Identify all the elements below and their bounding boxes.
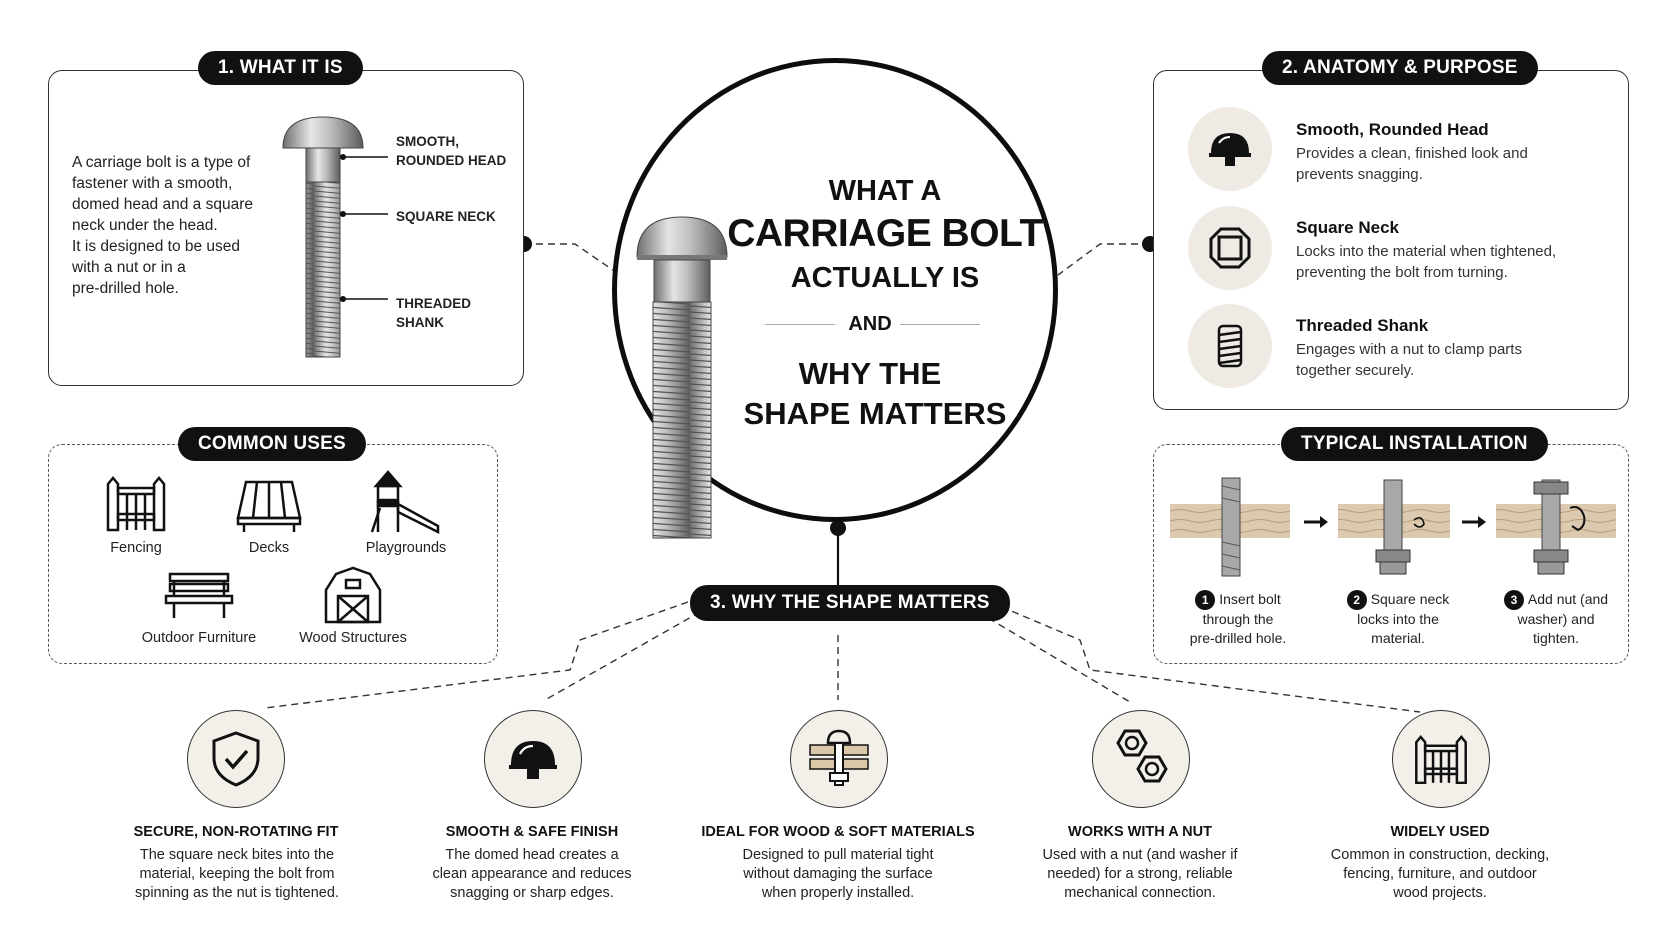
use-label-decks: Decks <box>248 540 290 556</box>
shield-check-icon <box>212 731 260 787</box>
center-title-line3: ACTUALLY IS <box>790 262 980 294</box>
deck-icon <box>236 480 302 532</box>
square-neck-icon <box>1209 227 1251 269</box>
reason-icon-2 <box>484 710 582 808</box>
reason-icon-1 <box>187 710 285 808</box>
dome-head-icon <box>1209 133 1251 166</box>
reason-icon-4 <box>1092 710 1190 808</box>
barn-icon <box>324 566 382 624</box>
hex-nut-icon <box>1116 729 1168 783</box>
anatomy-item-3: Threaded Shank Engages with a nut to cla… <box>1296 316 1522 379</box>
anatomy-item-2: Square Neck Locks into the material when… <box>1296 218 1557 281</box>
anatomy-item-1: Smooth, Rounded Head Provides a clean, f… <box>1296 120 1528 183</box>
fence-icon <box>1415 735 1467 785</box>
reason-desc-2: The domed head creates a clean appearanc… <box>432 847 632 901</box>
use-label-outdoor-furniture: Outdoor Furniture <box>141 630 257 646</box>
reason-title-4: WORKS WITH A NUT <box>1068 824 1212 840</box>
center-title-line1: WHAT A <box>828 175 942 207</box>
reason-desc-1: The square neck bites into the material,… <box>135 847 339 901</box>
center-divider-left <box>765 324 835 325</box>
installation-steps-illustration <box>1170 477 1616 577</box>
reason-icon-3 <box>790 710 888 808</box>
callout-square-neck: SQUARE NECK <box>396 209 496 224</box>
why-shape-header: 3. WHY THE SHAPE MATTERS <box>690 585 1010 621</box>
common-uses-panel <box>48 444 498 664</box>
center-title-line2: CARRIAGE BOLT <box>727 212 1043 255</box>
center-title-and: AND <box>848 313 892 335</box>
bolt-diagram-icon <box>282 116 388 358</box>
callout-rounded-head: SMOOTH, ROUNDED HEAD <box>396 134 507 168</box>
callout-threaded-shank: THREADED SHANK <box>396 296 472 330</box>
reason-title-3: IDEAL FOR WOOD & SOFT MATERIALS <box>701 824 975 840</box>
dome-head-icon <box>509 741 557 779</box>
what-it-is-description: A carriage bolt is a type of fastener wi… <box>72 154 253 297</box>
reason-icon-5 <box>1392 710 1490 808</box>
reason-title-5: WIDELY USED <box>1390 824 1490 840</box>
reason-desc-3: Designed to pull material tight without … <box>742 847 934 901</box>
fence-icon <box>106 476 166 532</box>
bench-icon <box>164 572 234 618</box>
use-label-playgrounds: Playgrounds <box>365 540 447 556</box>
reason-title-2: SMOOTH & SAFE FINISH <box>445 824 619 840</box>
reason-desc-4: Used with a nut (and washer if needed) f… <box>1042 847 1238 901</box>
installation-header: TYPICAL INSTALLATION <box>1281 427 1548 461</box>
playground-icon <box>370 470 440 534</box>
carriage-bolt-illustration <box>636 216 728 539</box>
use-label-fencing: Fencing <box>110 540 162 556</box>
thread-icon <box>1217 324 1243 368</box>
anatomy-icon-2 <box>1188 206 1272 290</box>
use-label-wood-structures: Wood Structures <box>299 630 407 646</box>
what-it-is-header: 1. WHAT IT IS <box>198 51 363 85</box>
center-title-line4: WHY THE <box>798 356 942 391</box>
center-divider-right <box>900 324 980 325</box>
reason-title-1: SECURE, NON-ROTATING FIT <box>133 824 339 840</box>
bolt-in-wood-icon <box>809 729 869 786</box>
anatomy-icon-1 <box>1188 107 1272 191</box>
common-uses-header: COMMON USES <box>178 427 366 461</box>
reason-desc-5: Common in construction, decking, fencing… <box>1330 847 1550 901</box>
anatomy-icon-3 <box>1188 304 1272 388</box>
center-title-line5: SHAPE MATTERS <box>743 396 1007 431</box>
anatomy-header: 2. ANATOMY & PURPOSE <box>1262 51 1538 85</box>
